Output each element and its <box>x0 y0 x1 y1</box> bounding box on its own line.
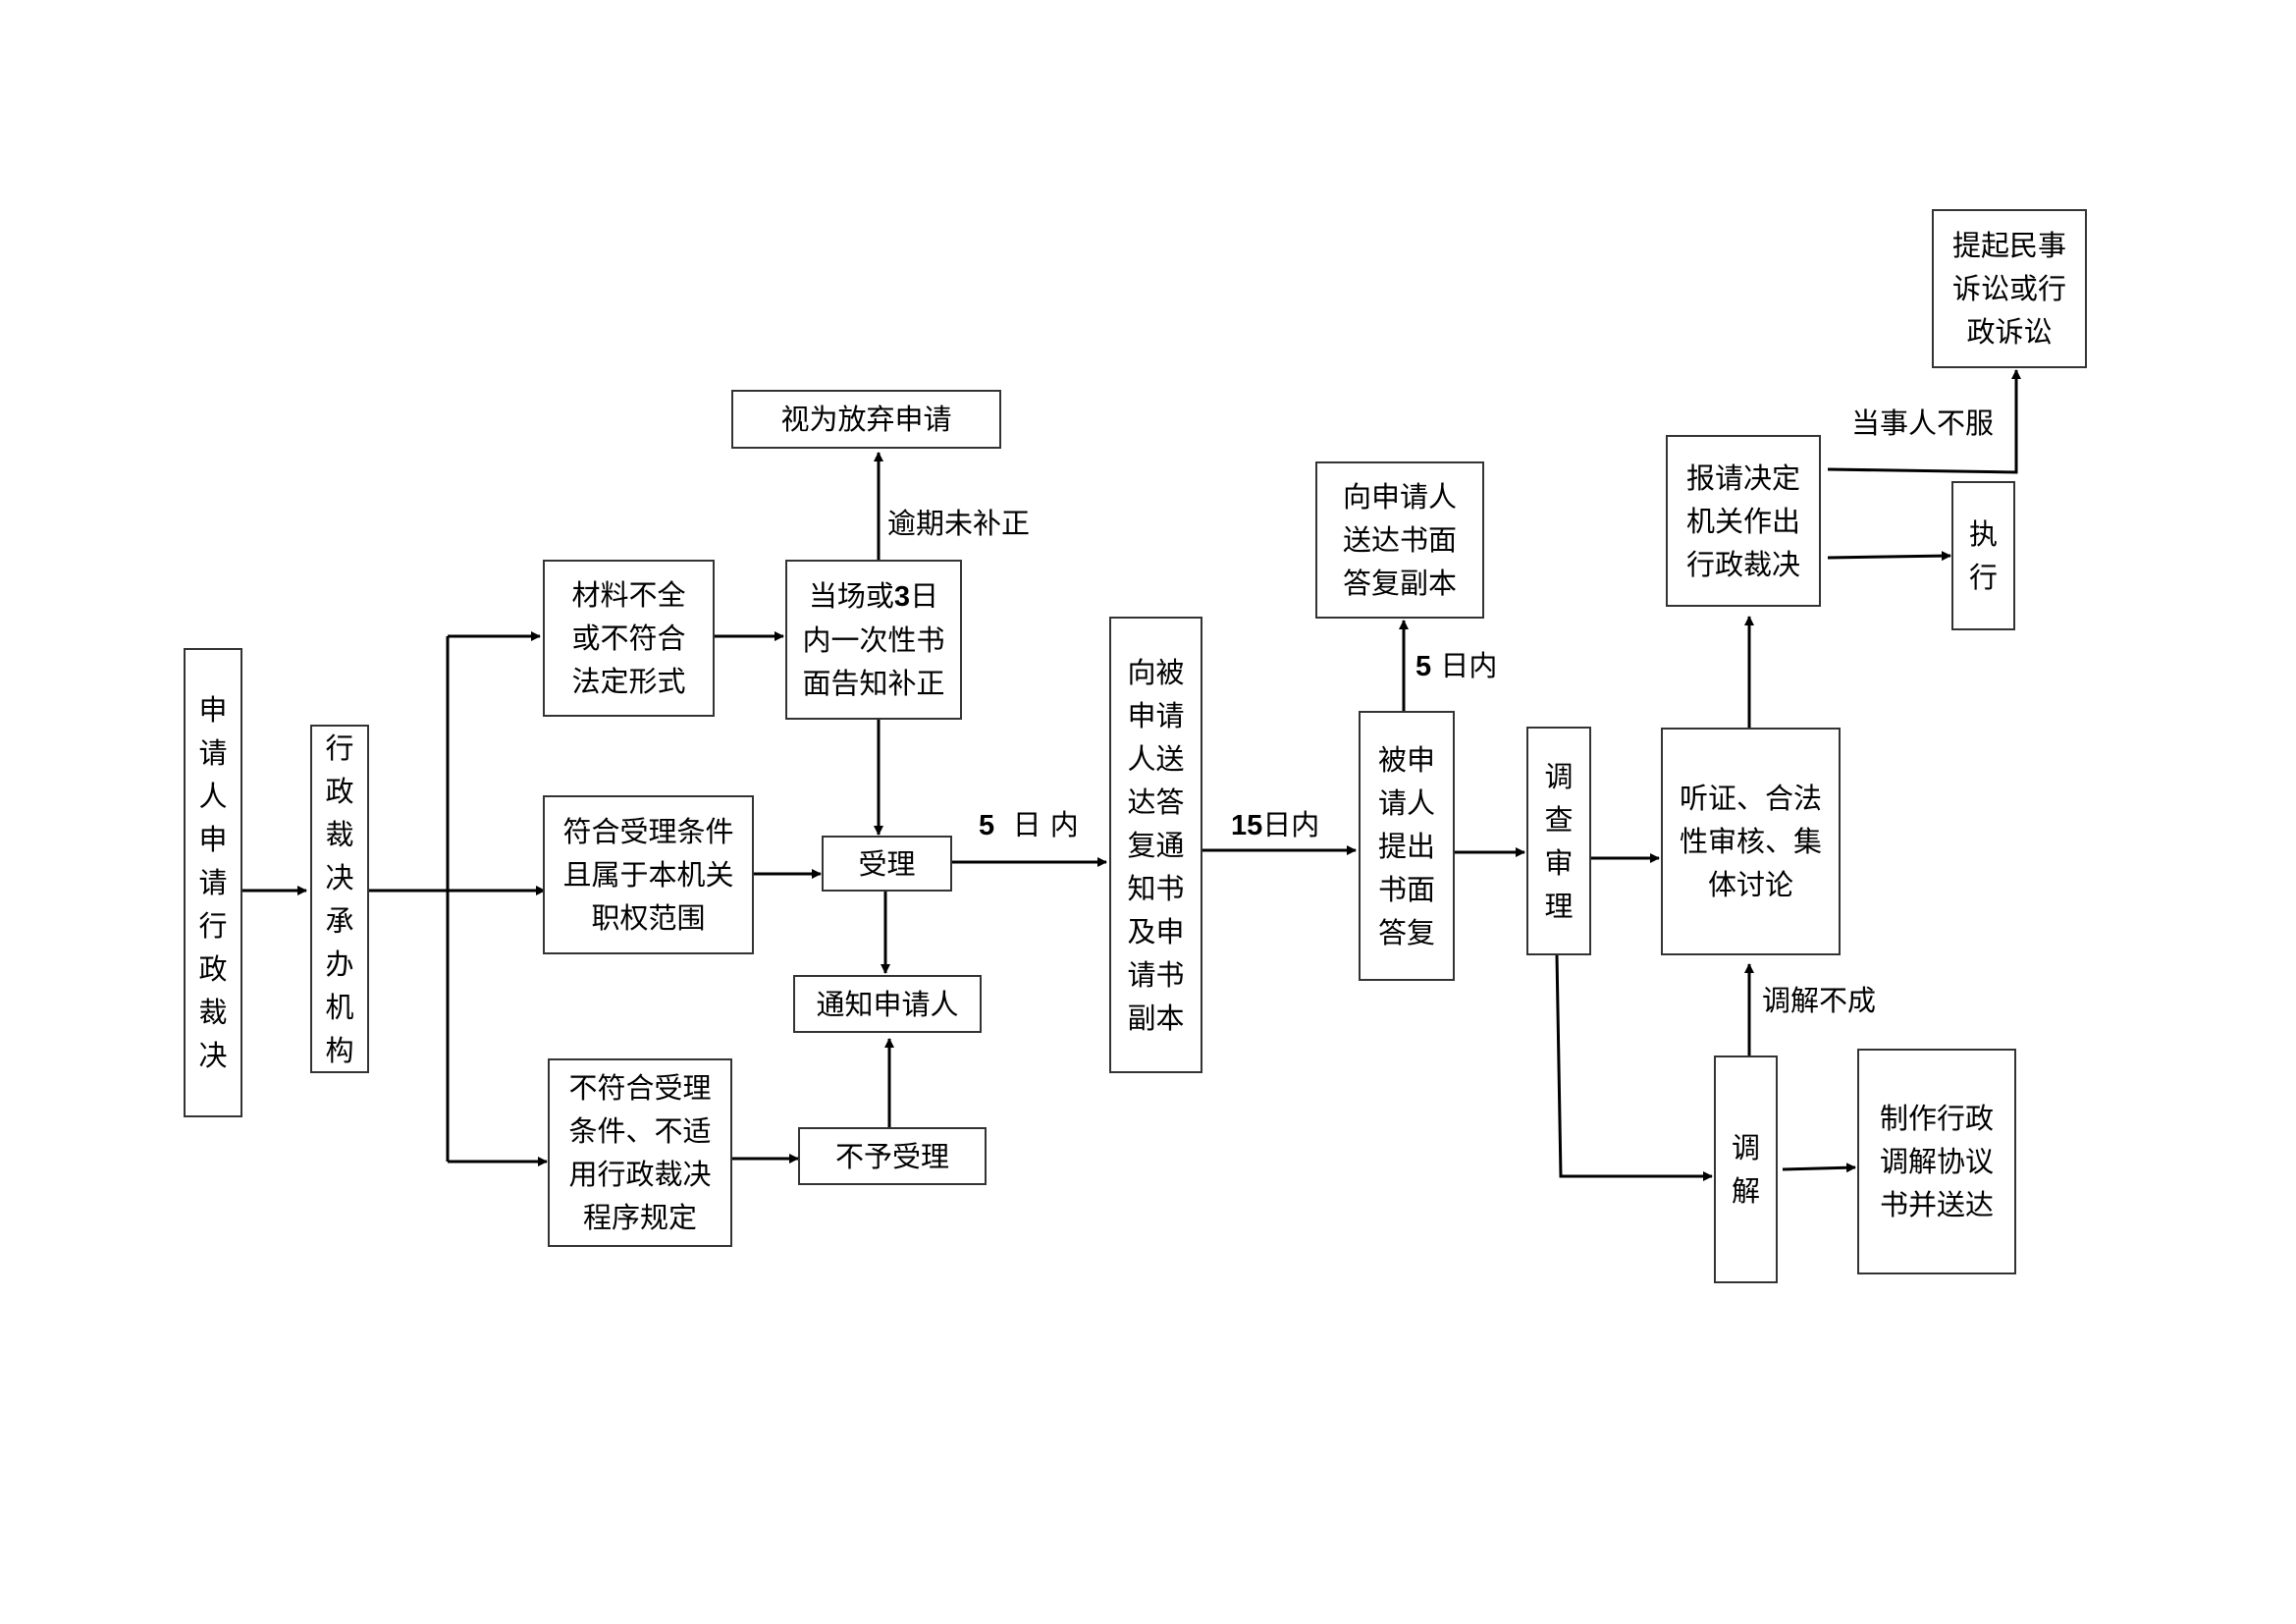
label-five-days-up-num: 5 <box>1415 651 1432 682</box>
label-five-days-text: 日 内 <box>1012 808 1079 841</box>
label-five-days: 5 日 内 <box>979 807 1079 843</box>
label-overdue: 逾期未补正 <box>887 507 1031 540</box>
deliver-respondent-box: 向被 申请 人送 达答 复通 知书 及申 请书 副本 <box>1109 617 1202 1073</box>
mediation-doc-box: 制作行政 调解协议 书并送达 <box>1857 1049 2016 1274</box>
label-five-days-up: 5 日内 <box>1415 648 1497 684</box>
notify-applicant-box: 通知申请人 <box>793 975 982 1033</box>
accept-text: 受理 <box>858 846 916 881</box>
investigate-box: 调查审理 <box>1526 727 1591 955</box>
label-mediation-fail: 调解不成 <box>1762 984 1877 1017</box>
applicant-text: 申请人申请行政裁决 <box>198 693 228 1072</box>
notmeet-box: 不符合受理 条件、不适 用行政裁决 程序规定 <box>548 1058 732 1247</box>
reject-text: 不予受理 <box>834 1139 949 1173</box>
label-fifteen-days-num: 15 <box>1231 810 1263 841</box>
arrow-investigate-mediate <box>1555 953 1713 1181</box>
respondent-reply-box: 被申 请人 提出 书面 答复 <box>1359 711 1455 981</box>
applicant-box: 申请人申请行政裁决 <box>184 648 242 1117</box>
label-fifteen-days: 15日内 <box>1231 807 1319 843</box>
label-five-days-up-text: 日内 <box>1440 649 1498 682</box>
label-five-days-num: 5 <box>979 810 995 841</box>
arrow-report-lawsuit <box>1827 369 2021 474</box>
notify-correction-text: 当场或3日 内一次性书 面告知补正 <box>802 574 944 705</box>
notify-correction-num: 3 <box>893 581 911 613</box>
investigate-text: 调查审理 <box>1544 759 1574 923</box>
execute-text: 执 行 <box>1968 517 1998 594</box>
meets-box: 符合受理条件 且属于本机关 职权范围 <box>543 795 754 954</box>
hearing-text: 听证、合法 性审核、集 体讨论 <box>1679 782 1822 901</box>
incomplete-text: 材料不全 或不符合 法定形式 <box>571 578 686 698</box>
deliver-applicant-box: 向申请人 送达书面 答复副本 <box>1315 461 1484 619</box>
label-dissatisfied: 当事人不服 <box>1851 406 1995 440</box>
label-fifteen-days-text: 日内 <box>1262 808 1320 841</box>
incomplete-box: 材料不全 或不符合 法定形式 <box>543 560 715 717</box>
notify-applicant-text: 通知申请人 <box>816 987 959 1021</box>
arrow-report-execute <box>1827 551 1951 562</box>
meets-text: 符合受理条件 且属于本机关 职权范围 <box>562 815 734 935</box>
report-text: 报请决定 机关作出 行政裁决 <box>1685 460 1800 581</box>
execute-box: 执 行 <box>1951 481 2015 630</box>
abandon-box: 视为放弃申请 <box>731 390 1001 449</box>
lawsuit-text: 提起民事 诉讼或行 政诉讼 <box>1951 229 2066 349</box>
deliver-respondent-text: 向被 申请 人送 达答 复通 知书 及申 请书 副本 <box>1127 655 1185 1035</box>
agency-box: 行政裁决承办机构 <box>310 725 369 1073</box>
hearing-box: 听证、合法 性审核、集 体讨论 <box>1661 728 1841 955</box>
reject-box: 不予受理 <box>798 1127 987 1185</box>
notify-correction-box: 当场或3日 内一次性书 面告知补正 <box>785 560 962 720</box>
lawsuit-box: 提起民事 诉讼或行 政诉讼 <box>1932 209 2087 368</box>
deliver-applicant-text: 向申请人 送达书面 答复副本 <box>1342 480 1457 600</box>
abandon-text: 视为放弃申请 <box>780 403 952 436</box>
report-box: 报请决定 机关作出 行政裁决 <box>1666 435 1821 607</box>
notify-correction-pre: 当场或 <box>808 579 894 613</box>
mediate-text: 调解 <box>1731 1131 1760 1208</box>
respondent-reply-text: 被申 请人 提出 书面 答复 <box>1377 742 1435 949</box>
notify-correction-post: 日 内一次性书 面告知补正 <box>802 579 945 700</box>
mediation-doc-text: 制作行政 调解协议 书并送达 <box>1879 1102 1994 1221</box>
arrow-mediate-doc <box>1782 1163 1856 1173</box>
agency-text: 行政裁决承办机构 <box>325 731 354 1067</box>
accept-box: 受理 <box>822 836 952 892</box>
notmeet-text: 不符合受理 条件、不适 用行政裁决 程序规定 <box>568 1071 712 1234</box>
mediate-box: 调解 <box>1714 1056 1778 1283</box>
